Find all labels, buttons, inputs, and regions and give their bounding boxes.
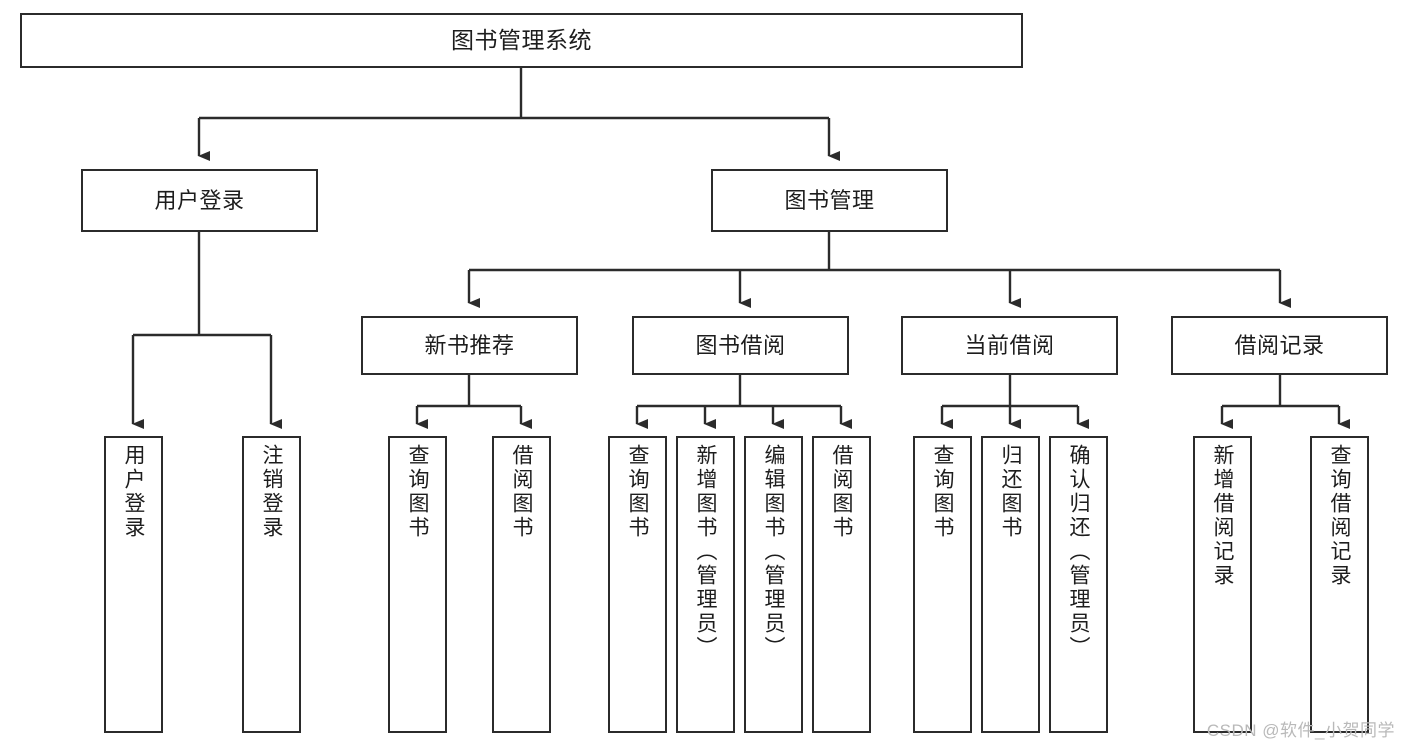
leaf-user-logout[interactable]: 注销登录 [242, 436, 301, 733]
node-label: 借阅图书 [510, 444, 533, 540]
leaf-borrow-borrow-book[interactable]: 借阅图书 [812, 436, 871, 733]
node-label: 用户登录 [154, 187, 245, 213]
node-label: 当前借阅 [964, 332, 1055, 358]
node-borrow-record[interactable]: 借阅记录 [1171, 316, 1388, 375]
node-label: 图书管理 [784, 187, 875, 213]
leaf-record-add-record[interactable]: 新增借阅记录 [1193, 436, 1252, 733]
leaf-current-query-book[interactable]: 查询图书 [913, 436, 972, 733]
leaf-record-query-record[interactable]: 查询借阅记录 [1310, 436, 1369, 733]
leaf-borrow-edit-book[interactable]: 编辑图书（管理员） [744, 436, 803, 733]
leaf-current-return-book[interactable]: 归还图书 [981, 436, 1040, 733]
node-label: 借阅图书 [830, 444, 853, 540]
leaf-recommend-query-book[interactable]: 查询图书 [388, 436, 447, 733]
node-new-book-recommend[interactable]: 新书推荐 [361, 316, 578, 375]
node-label: 编辑图书（管理员） [762, 444, 785, 660]
leaf-recommend-borrow-book[interactable]: 借阅图书 [492, 436, 551, 733]
node-label: 用户登录 [122, 444, 145, 540]
node-label: 查询图书 [626, 444, 649, 540]
node-label: 查询图书 [406, 444, 429, 540]
node-current-borrow[interactable]: 当前借阅 [901, 316, 1118, 375]
node-book-borrow[interactable]: 图书借阅 [632, 316, 849, 375]
node-label: 查询借阅记录 [1328, 444, 1351, 588]
leaf-borrow-add-book[interactable]: 新增图书（管理员） [676, 436, 735, 733]
leaf-user-login[interactable]: 用户登录 [104, 436, 163, 733]
leaf-borrow-query-book[interactable]: 查询图书 [608, 436, 667, 733]
node-label: 新增图书（管理员） [694, 444, 717, 660]
node-label: 新书推荐 [424, 332, 515, 358]
leaf-current-confirm-return[interactable]: 确认归还（管理员） [1049, 436, 1108, 733]
node-label: 图书借阅 [695, 332, 786, 358]
node-label: 归还图书 [999, 444, 1022, 540]
node-label: 新增借阅记录 [1211, 444, 1234, 588]
node-user-login[interactable]: 用户登录 [81, 169, 318, 232]
node-label: 借阅记录 [1234, 332, 1325, 358]
node-label: 查询图书 [931, 444, 954, 540]
node-label: 注销登录 [260, 444, 283, 540]
node-label: 图书管理系统 [451, 26, 592, 53]
node-book-management[interactable]: 图书管理 [711, 169, 948, 232]
node-root-system[interactable]: 图书管理系统 [20, 13, 1023, 68]
node-label: 确认归还（管理员） [1067, 444, 1090, 660]
